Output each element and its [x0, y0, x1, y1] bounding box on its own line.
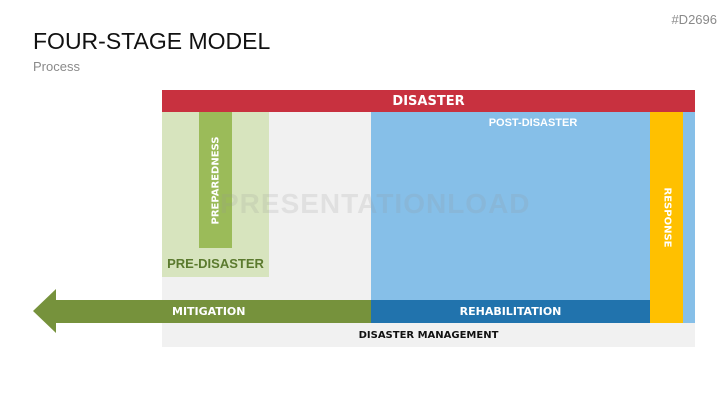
post-disaster-label: POST-DISASTER — [488, 117, 578, 129]
rehabilitation-bar: REHABILITATION — [371, 300, 650, 323]
response-label: RESPONSE — [661, 187, 672, 248]
post-disaster-area — [371, 112, 650, 300]
disaster-management-bar: DISASTER MANAGEMENT — [162, 323, 695, 347]
disaster-bar: DISASTER — [162, 90, 695, 112]
preparedness-bar: PREPAREDNESS — [199, 112, 232, 248]
pre-disaster-label: PRE-DISASTER — [167, 256, 264, 271]
arrow-head-icon — [33, 289, 56, 333]
page-title: FOUR-STAGE MODEL — [33, 28, 271, 54]
watermark: PRESENTATIONLOAD — [220, 188, 531, 219]
slide-code: #D2696 — [671, 12, 717, 27]
mitigation-arrow: MITIGATION — [55, 300, 371, 323]
mitigation-label: MITIGATION — [172, 305, 246, 318]
page-subtitle: Process — [33, 59, 80, 74]
post-disaster-strip — [683, 112, 695, 323]
response-bar: RESPONSE — [650, 112, 683, 323]
